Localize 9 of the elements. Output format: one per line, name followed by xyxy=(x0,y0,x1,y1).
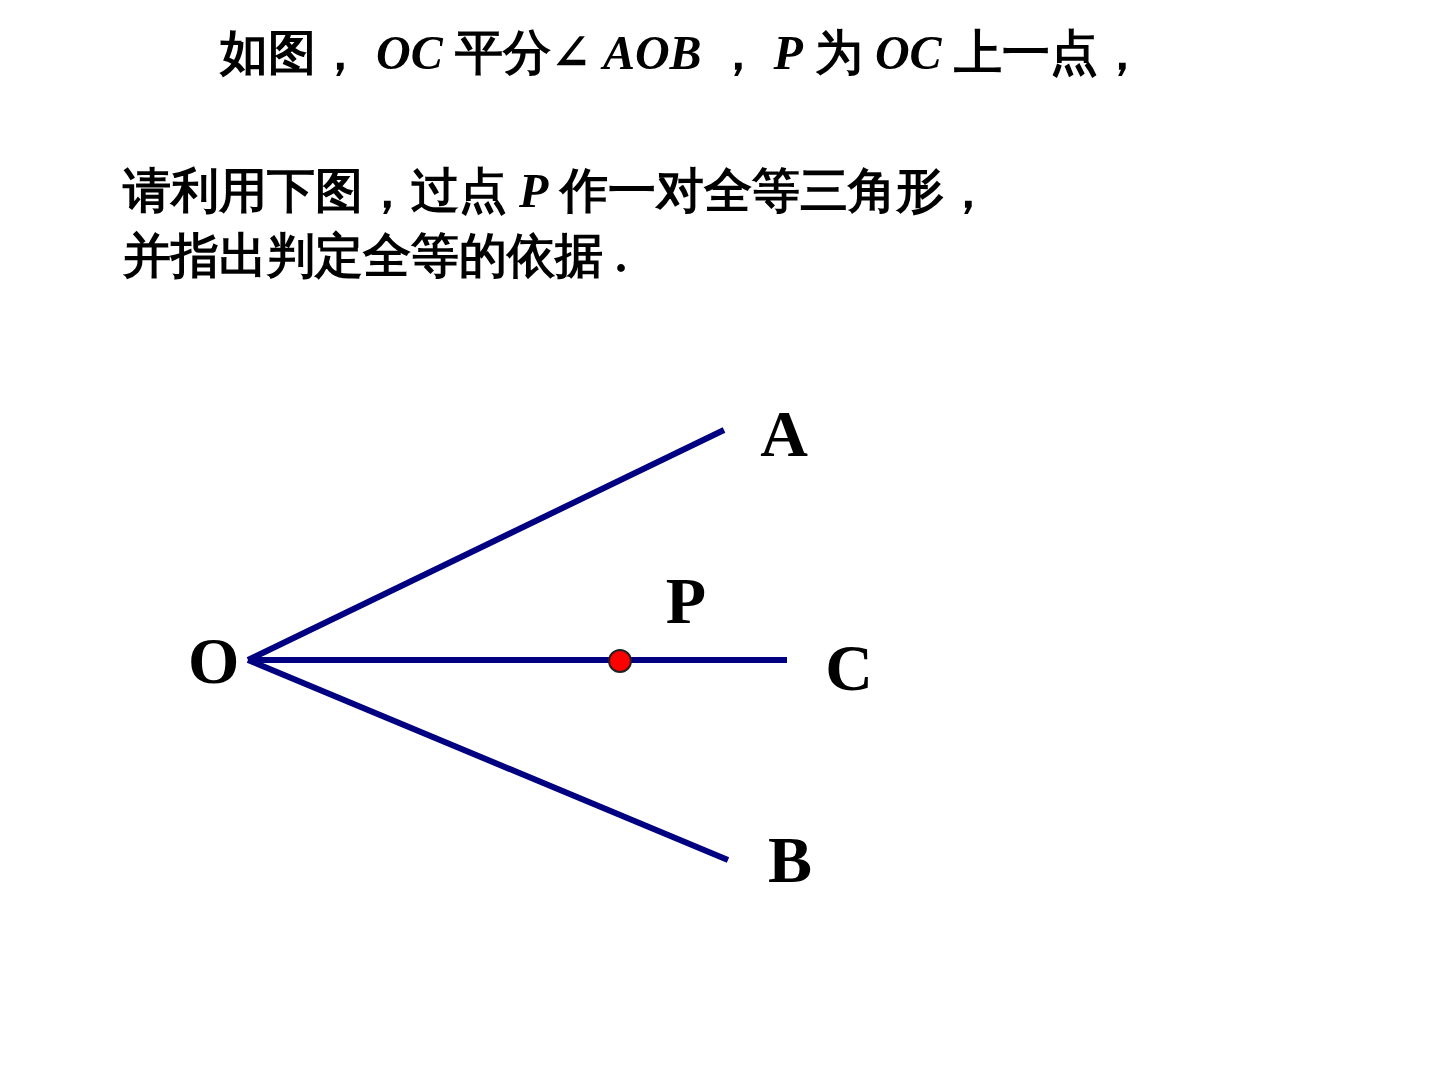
point-label: C xyxy=(825,635,873,701)
line-segment xyxy=(246,657,730,863)
problem-text: 请利用下图，过点 P 作一对全等三角形， xyxy=(123,163,994,219)
point-label: B xyxy=(767,827,812,893)
point-label: P xyxy=(665,568,707,634)
point-label: O xyxy=(188,628,240,694)
point-label: A xyxy=(760,401,808,467)
problem-text: 如图， OC 平分∠ AOB ， P 为 OC 上一点， xyxy=(218,25,1147,81)
problem-text: 并指出判定全等的依据 . xyxy=(123,228,628,284)
